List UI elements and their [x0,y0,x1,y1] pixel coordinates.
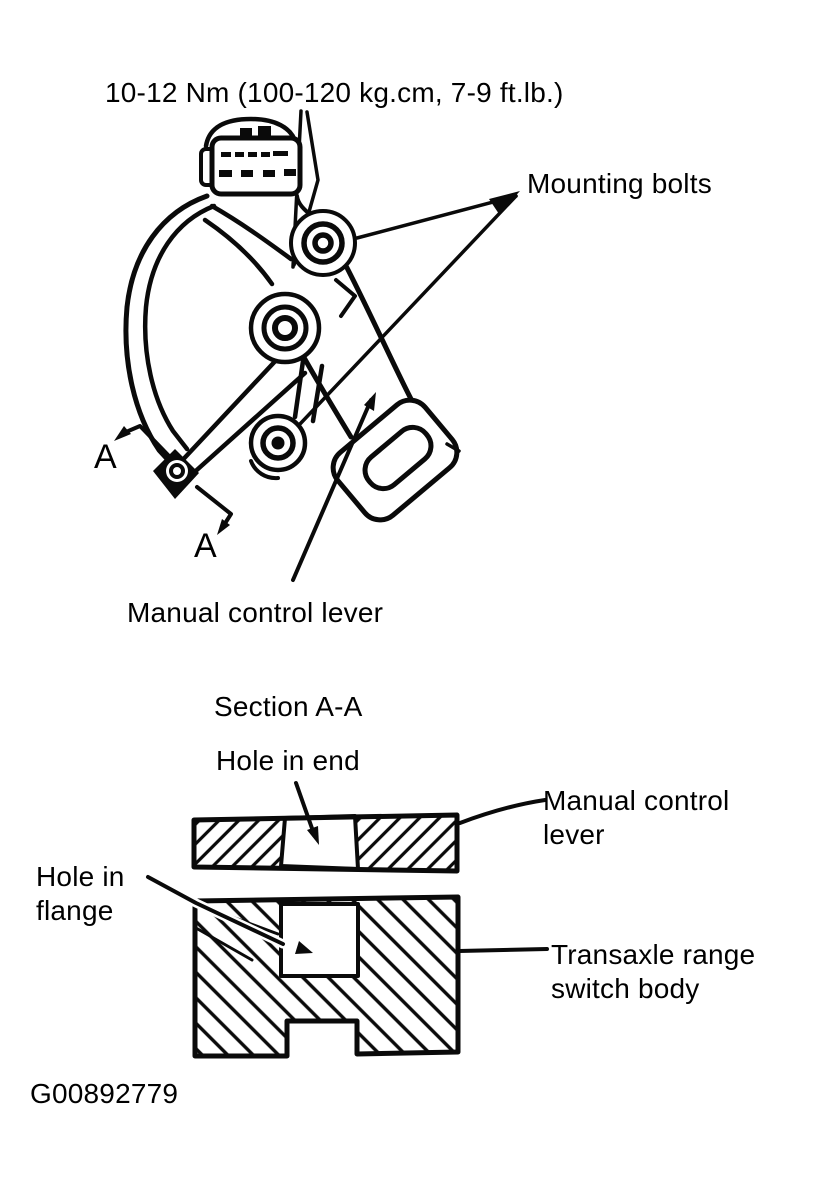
section-arrow-bottom [217,519,230,535]
connector-cap-pin-2 [258,126,271,137]
control-rod-edge-2 [186,370,308,480]
hole-in-end-arrowhead [307,826,319,845]
connector-body [209,135,303,197]
bolt-link-edge-2 [310,363,325,424]
bracket-inner-curve [142,203,217,452]
lever-upper-edge [341,259,414,402]
mounting-bolts-label: Mounting bolts [527,168,712,199]
hole-in-flange-label: Hole in flange [36,861,125,926]
hole-in-flange [279,902,360,978]
section-arrow-top [114,426,131,441]
bracket-arm-top-edge [209,203,294,262]
mounting-bolts-leaders [298,191,520,426]
bracket-outer-curve [123,193,210,466]
hole-in-end [279,814,360,871]
connector [199,116,303,197]
switch-assembly-drawing [114,109,520,582]
section-cut-marker-bottom [195,485,233,535]
bolt-link-edge-1 [292,358,306,420]
hole-in-end-leader [294,781,319,845]
lever-pivot [153,449,199,499]
section-aa-title: Section A-A [214,691,363,722]
section-manual-control-lever-label: Manual control lever [543,785,730,850]
manual-control-lever-leader [291,392,376,582]
mounting-bolt-middle [248,291,322,365]
section-marker-a-bottom-label: A [194,527,217,565]
connector-cap-pin-1 [240,128,252,138]
mounting-bolt-lower [248,413,308,473]
hole-in-flange-leader [143,872,313,954]
switch-body-label: Transaxle range switch body [551,939,756,1004]
lever-lower-edge [299,351,354,440]
lever-end-tick [445,442,461,453]
lever-end-slot [362,424,434,492]
hole-in-end-label: Hole in end [216,745,360,776]
section-marker-a-top-label: A [94,438,117,476]
manual-control-lever-label: Manual control lever [127,597,384,628]
mounting-bolt-upper [289,209,357,277]
lever-step-notch [334,278,357,318]
connector-terminal-dashes [219,151,296,177]
section-cut-marker-top [114,424,171,458]
manual-control-lever-arrowhead [364,392,376,411]
switch-body-leader [457,947,549,953]
hole-in-flange-arrowhead [295,941,313,954]
section-lever-leader [458,798,547,825]
section-aa-drawing [143,781,549,1059]
lower-boss-arc [249,459,280,481]
mounting-bolts-arrowhead [489,191,520,214]
torque-spec-label: 10-12 Nm (100-120 kg.cm, 7-9 ft.lb.) [105,77,564,108]
bracket-arm-bottom-edge [202,217,275,287]
lever-cross-section [191,812,460,874]
figure-id: G00892779 [30,1078,179,1109]
